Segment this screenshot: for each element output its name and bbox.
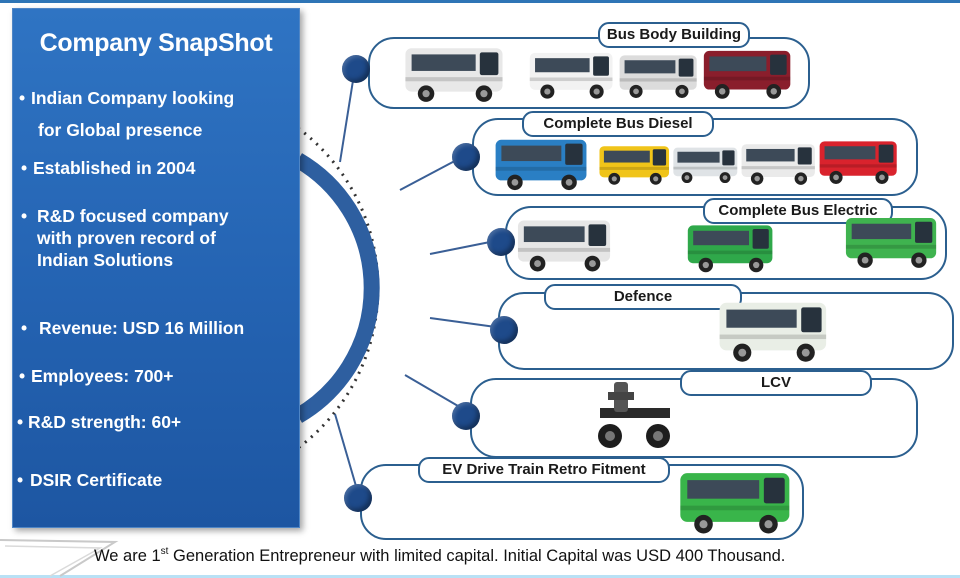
snapshot-item-text: DSIR Certificate bbox=[30, 470, 163, 490]
footer-note: We are 1st Generation Entrepreneur with … bbox=[94, 546, 785, 566]
thick-arc bbox=[293, 153, 380, 423]
category-node bbox=[342, 55, 370, 83]
chassis-icon bbox=[598, 382, 670, 448]
bottom-accent-bar bbox=[0, 575, 960, 578]
top-accent-bar bbox=[0, 0, 960, 3]
bullet: • bbox=[21, 206, 28, 226]
snapshot-item-text: R&D strength: 60+ bbox=[28, 412, 182, 432]
bus-icon bbox=[844, 210, 940, 272]
bus-icon bbox=[618, 46, 700, 104]
bus-icon bbox=[616, 220, 846, 274]
snapshot-item-text: Established in 2004 bbox=[33, 158, 196, 178]
bus-icon bbox=[678, 466, 794, 536]
bus-icon bbox=[598, 136, 672, 192]
bus-icon bbox=[486, 134, 598, 192]
category-label: Bus Body Building bbox=[598, 22, 750, 48]
bullet: • bbox=[17, 412, 24, 432]
snapshot-item-text: for Global presence bbox=[38, 120, 203, 140]
bus-icon bbox=[706, 296, 842, 364]
category-label: Complete Bus Diesel bbox=[522, 111, 714, 137]
bullet: • bbox=[21, 318, 28, 338]
bus-icon bbox=[702, 42, 794, 104]
snapshot-item-text: Revenue: USD 16 Million bbox=[39, 318, 245, 338]
snapshot-title: Company SnapShot bbox=[39, 29, 273, 57]
bullet: • bbox=[21, 158, 28, 178]
category-label: LCV bbox=[680, 370, 872, 396]
bullet: • bbox=[19, 88, 26, 108]
bus-icon bbox=[528, 44, 616, 104]
bullet: • bbox=[17, 470, 24, 490]
category-label: EV Drive Train Retro Fitment bbox=[418, 457, 670, 483]
decorative-lines bbox=[0, 539, 119, 577]
category-label: Defence bbox=[544, 284, 742, 310]
footer-prefix: We are 1 bbox=[94, 547, 161, 565]
bullet: • bbox=[19, 366, 26, 386]
snapshot-item-text: R&D focused company bbox=[37, 206, 229, 226]
bus-icon bbox=[740, 134, 818, 192]
bus-icon bbox=[382, 42, 528, 104]
category-node bbox=[344, 484, 372, 512]
category-node bbox=[490, 316, 518, 344]
category-node bbox=[452, 402, 480, 430]
category-node bbox=[452, 143, 480, 171]
snapshot-item-text: with proven record of bbox=[37, 228, 216, 248]
company-snapshot-panel: Company SnapShot • Indian Company lookin… bbox=[12, 8, 300, 528]
category-node bbox=[487, 228, 515, 256]
snapshot-item-text: Indian Solutions bbox=[37, 250, 174, 270]
snapshot-item-text: Indian Company looking bbox=[31, 88, 235, 108]
bus-icon bbox=[672, 136, 740, 192]
footer-superscript: st bbox=[160, 546, 169, 557]
bus-icon bbox=[818, 130, 900, 192]
footer-suffix: Generation Entrepreneur with limited cap… bbox=[168, 547, 786, 565]
bus-icon bbox=[516, 214, 614, 274]
snapshot-item-text: Employees: 700+ bbox=[31, 366, 174, 386]
